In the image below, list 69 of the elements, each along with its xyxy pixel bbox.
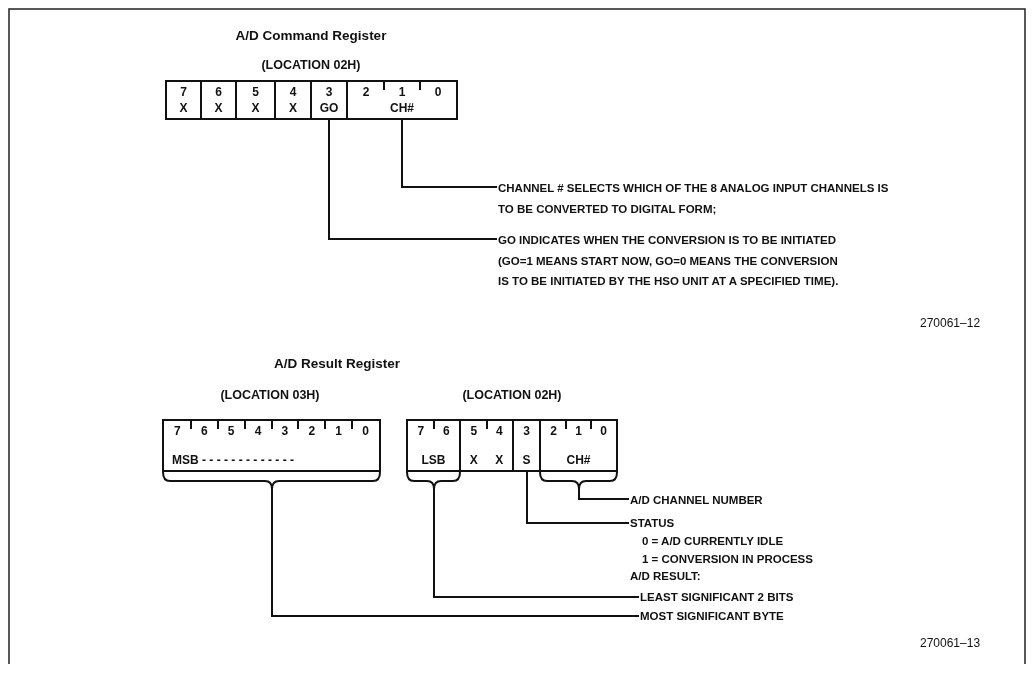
annotation-text: 1 = CONVERSION IN PROCESS bbox=[641, 552, 813, 567]
bit-number: 5 bbox=[226, 424, 236, 438]
bit-number: 1 bbox=[334, 424, 344, 438]
bit-field bbox=[162, 419, 381, 472]
bit-field bbox=[459, 419, 514, 472]
bit-field bbox=[512, 419, 541, 472]
leader-line bbox=[328, 119, 498, 240]
annotation-heading: A/D RESULT: bbox=[630, 570, 701, 582]
bit-number: 2 bbox=[307, 424, 317, 438]
leader-line bbox=[401, 119, 498, 188]
bit-number: 3 bbox=[324, 85, 334, 99]
field-name: LSB bbox=[421, 453, 446, 467]
annotation-text: LEAST SIGNIFICANT 2 BITS bbox=[640, 590, 794, 605]
annotation-text: GO INDICATES WHEN THE CONVERSION IS TO BE INITIATED (GO=1 MEANS START NOW, GO=0 MEANS THE CONVERSION IS TO BE INITIATED BY THE HSO UNIT AT A SPECIFIED TIME). bbox=[498, 233, 840, 289]
field-name: CH# bbox=[566, 453, 591, 467]
bit-number: 0 bbox=[361, 424, 370, 438]
figure-number: 270061–13 bbox=[920, 636, 981, 650]
bit-number: 0 bbox=[599, 424, 608, 438]
bit-field bbox=[274, 80, 312, 120]
bit-number: 1 bbox=[397, 85, 407, 99]
brace-leader-line bbox=[539, 471, 630, 500]
brace-leader-line bbox=[406, 471, 640, 598]
bit-number: 1 bbox=[574, 424, 583, 438]
field-name: CH# bbox=[390, 101, 414, 115]
bit-number: 4 bbox=[253, 424, 263, 438]
bit-number: 4 bbox=[494, 424, 504, 438]
bit-number: 3 bbox=[280, 424, 290, 438]
bit-number: 7 bbox=[173, 424, 182, 438]
bit-number: 4 bbox=[288, 85, 298, 99]
leader-line bbox=[526, 471, 630, 524]
bit-field bbox=[200, 80, 237, 120]
register-title: A/D Command Register bbox=[235, 28, 387, 43]
annotation-text: STATUS bbox=[630, 516, 676, 531]
annotation-text: MOST SIGNIFICANT BYTE bbox=[640, 609, 784, 624]
bit-field bbox=[346, 80, 458, 120]
field-name: GO bbox=[319, 101, 339, 115]
figure-number: 270061–12 bbox=[920, 316, 981, 330]
bit-number: 7 bbox=[179, 85, 188, 99]
brace-leader-line bbox=[162, 471, 640, 617]
field-name: X bbox=[469, 453, 478, 467]
field-name: X bbox=[289, 101, 297, 115]
bit-field bbox=[539, 419, 618, 472]
bit-number: 6 bbox=[214, 85, 223, 99]
bit-field bbox=[310, 80, 348, 120]
bit-number: 3 bbox=[522, 424, 531, 438]
bit-number: 2 bbox=[549, 424, 558, 438]
register-location: (LOCATION 03H) bbox=[220, 388, 320, 402]
bit-number: 7 bbox=[416, 424, 426, 438]
bit-number: 2 bbox=[361, 85, 371, 99]
field-name: X bbox=[179, 101, 188, 115]
bit-field bbox=[165, 80, 202, 120]
field-name: X bbox=[214, 101, 223, 115]
bit-field bbox=[235, 80, 276, 120]
bit-number: 5 bbox=[469, 424, 479, 438]
bit-number: 6 bbox=[199, 424, 209, 438]
field-name: S bbox=[522, 453, 531, 467]
bit-number: 0 bbox=[433, 85, 443, 99]
field-name: X bbox=[251, 101, 260, 115]
annotation-text: A/D CHANNEL NUMBER bbox=[630, 493, 763, 508]
register-location: (LOCATION 02H) bbox=[462, 388, 562, 402]
register-title: A/D Result Register bbox=[274, 356, 400, 371]
register-location: (LOCATION 02H) bbox=[261, 58, 361, 72]
annotation-text: CHANNEL # SELECTS WHICH OF THE 8 ANALOG INPUT CHANNELS IS TO BE CONVERTED TO DIGITAL FORM; bbox=[498, 181, 890, 217]
annotation-text: 0 = A/D CURRENTLY IDLE bbox=[641, 534, 785, 549]
field-name: MSB - - - - - - - - - - - - - bbox=[172, 453, 294, 467]
field-name: X bbox=[495, 453, 504, 467]
bit-number: 5 bbox=[251, 85, 260, 99]
bit-field bbox=[406, 419, 461, 472]
bit-number: 6 bbox=[441, 424, 451, 438]
